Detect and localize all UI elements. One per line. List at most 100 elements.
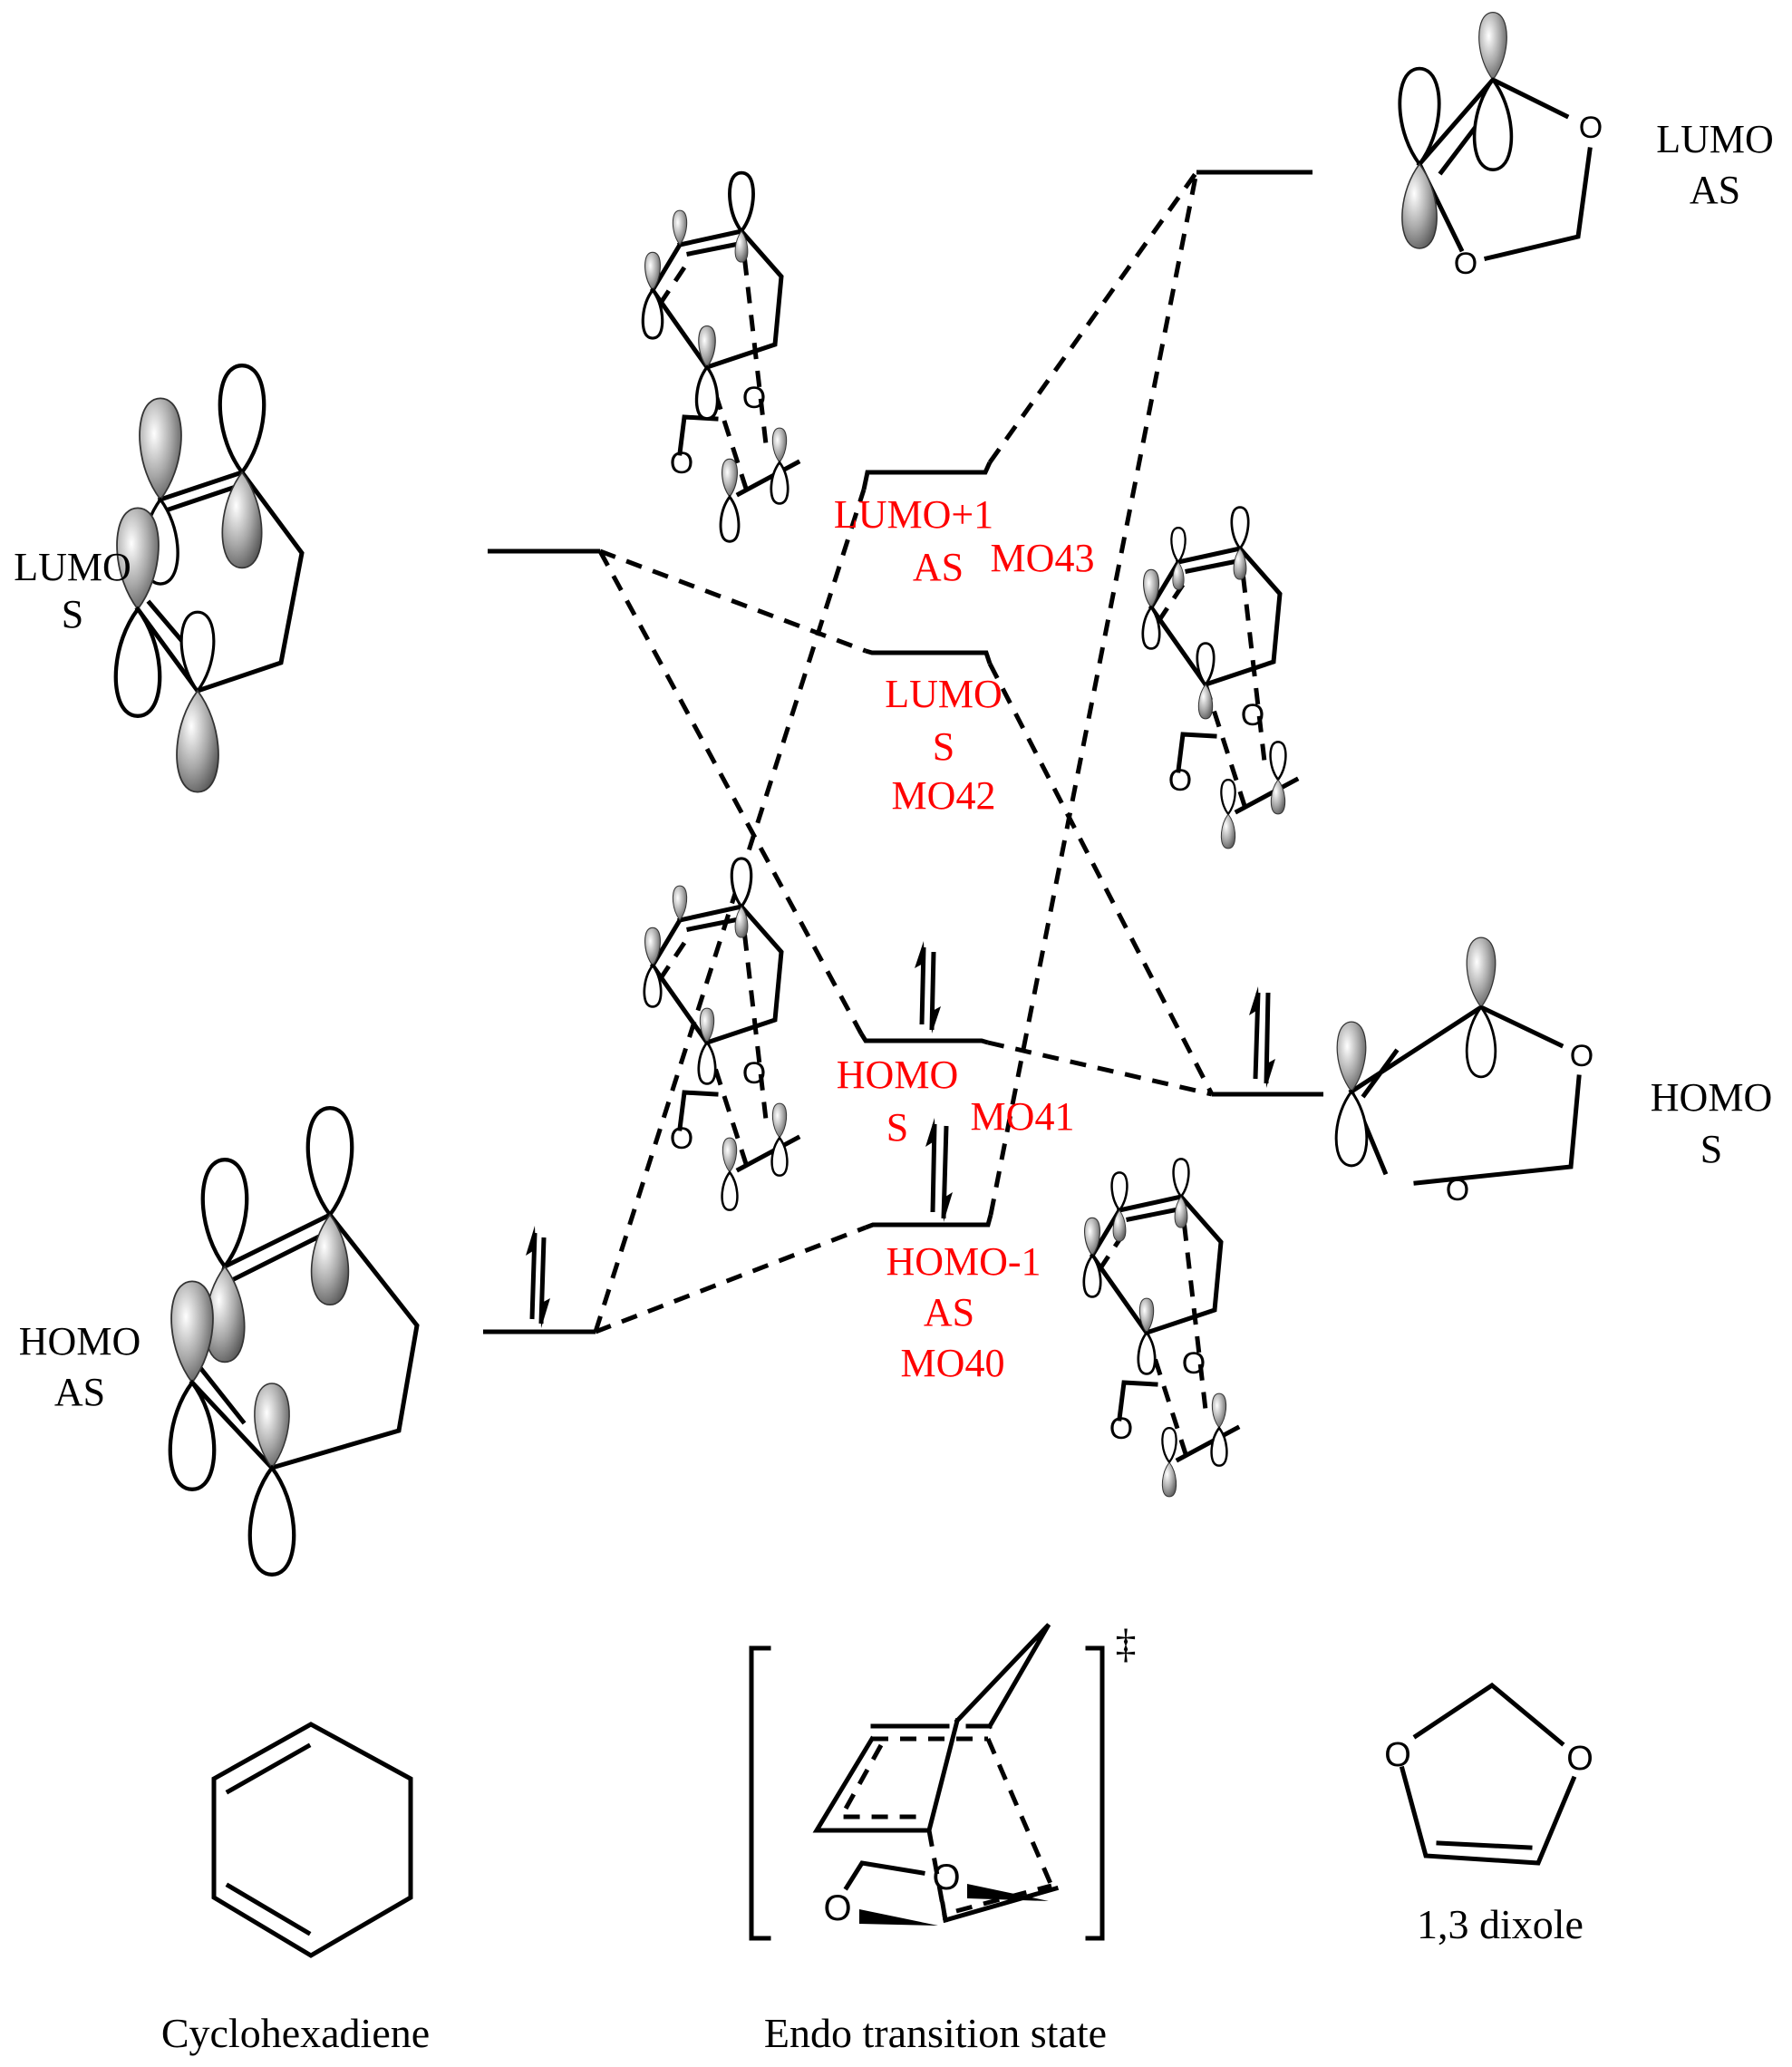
double-dagger-symbol: ‡ xyxy=(1116,1620,1137,1666)
ts-lumo-plus-1-mo: MO43 xyxy=(991,536,1095,580)
dioxole-structure: O O xyxy=(1384,1682,1593,1866)
oxygen-atom: O xyxy=(823,1888,851,1928)
correlation-line xyxy=(595,1225,867,1334)
correlation-line xyxy=(987,1040,1213,1097)
bond xyxy=(812,1623,1060,1924)
ts-lumo-mo: MO42 xyxy=(892,773,996,818)
right-lumo-symmetry: AS xyxy=(1690,168,1740,212)
ts-homo-mo: MO41 xyxy=(971,1094,1075,1139)
orbital-lobe-shaded xyxy=(771,427,788,463)
correlation-line xyxy=(597,549,864,1035)
correlation-lines xyxy=(593,170,1215,1334)
correlation-line xyxy=(599,548,867,654)
orbital-lobe-open xyxy=(697,1041,717,1085)
orbital-lobe-open xyxy=(721,1170,739,1211)
oxygen-atom: O xyxy=(1241,698,1264,733)
ts-homo-minus-1-mo: MO40 xyxy=(901,1341,1005,1385)
forming-bond xyxy=(654,230,769,495)
ts-orbital-picture-homo: O O xyxy=(643,857,801,1211)
bond xyxy=(650,904,784,1045)
left-homo-label: HOMO xyxy=(19,1319,140,1363)
forming-bond xyxy=(1153,548,1267,812)
oxygen-atom: O xyxy=(1109,1412,1133,1446)
ts-homo-level xyxy=(858,1032,989,1045)
double-bond-inner xyxy=(1436,1840,1533,1850)
orbital-lobe-open xyxy=(1170,527,1187,564)
ts-orbital-picture-homo-minus-1: O O xyxy=(1082,1158,1241,1498)
ts-homo-minus-1-symmetry: AS xyxy=(924,1290,974,1334)
orbital-lobe-open xyxy=(1465,1005,1497,1079)
orbital-lobe-shaded xyxy=(176,690,219,793)
ts-homo-minus-1-level xyxy=(865,1214,993,1230)
arrowhead xyxy=(943,1192,953,1222)
orbital-lobe-open xyxy=(1161,1427,1177,1464)
bracket-right xyxy=(1085,1645,1105,1941)
orbital-lobe-shaded xyxy=(1161,1461,1177,1498)
endo-ts-structure: O O ‡ xyxy=(749,1620,1137,1941)
ts-lumo-plus-1-level xyxy=(861,461,993,490)
ts-lumo-plus-1-name: LUMO+1 xyxy=(834,492,993,537)
oxygen-atom: O xyxy=(742,381,766,415)
endo-ts-name: Endo transition state xyxy=(764,2010,1107,2056)
oxygen-atom: O xyxy=(670,1121,693,1156)
arrowhead xyxy=(915,941,925,968)
correlation-line xyxy=(593,489,867,1333)
dioxole-name: 1,3 dixole xyxy=(1417,1901,1584,1947)
left-lumo-symmetry: S xyxy=(62,592,83,636)
bond xyxy=(211,1722,413,1958)
electron-pair-ts-homo-minus-1 xyxy=(925,1118,953,1222)
orbital-lobe-open xyxy=(220,365,264,472)
bond xyxy=(1090,1194,1224,1335)
bond xyxy=(1416,76,1593,262)
orbital-lobe-shaded xyxy=(1478,11,1507,81)
right-lumo-label: LUMO xyxy=(1656,117,1774,161)
orbital-lobe-open xyxy=(250,1468,294,1575)
bond xyxy=(843,1860,925,1891)
orbital-lobe-open xyxy=(1137,1331,1157,1375)
orbital-lobe-shaded xyxy=(221,471,263,569)
orbital-lobe-shaded xyxy=(771,1102,788,1139)
oxygen-atom: O xyxy=(670,446,693,480)
correlation-line xyxy=(988,171,1199,1216)
orbital-lobe-open xyxy=(308,1108,352,1215)
left-lumo-label: LUMO xyxy=(14,545,131,589)
orbital-lobe-shaded xyxy=(1336,1021,1367,1092)
orbital-lobe-open xyxy=(719,495,741,543)
ts-lumo-symmetry: S xyxy=(933,724,954,769)
electron-pair-right-homo xyxy=(1249,986,1275,1088)
ts-homo-symmetry: S xyxy=(886,1105,908,1150)
left-homo-symmetry: AS xyxy=(54,1370,105,1414)
orbital-lobe-open xyxy=(203,1160,247,1266)
orbital-lobe-shaded xyxy=(672,885,688,921)
orbital-lobe-shaded xyxy=(1197,684,1214,720)
ts-lumo-plus-1-symmetry: AS xyxy=(913,545,964,589)
orbital-lobe-shaded xyxy=(1466,936,1497,1008)
oxygen-atom: O xyxy=(1168,763,1192,798)
bond xyxy=(189,1211,420,1471)
orbital-lobe-open xyxy=(1334,1090,1369,1168)
orbital-lobe-shaded xyxy=(1220,813,1236,849)
orbital-lobe-open xyxy=(1172,1158,1190,1198)
ts-orbital-picture-lumo: O O xyxy=(1141,506,1300,849)
correlation-line xyxy=(987,170,1199,464)
cyclohexadiene-structure xyxy=(211,1722,413,1958)
oxygen-atom: O xyxy=(1454,247,1477,281)
arrowhead xyxy=(1249,986,1259,1015)
electron-pair-ts-homo xyxy=(915,941,941,1034)
bond xyxy=(1148,546,1283,687)
ts-lumo-name: LUMO xyxy=(885,672,1003,716)
oxygen-atom: O xyxy=(1566,1740,1593,1778)
orbital-lobe-open xyxy=(694,365,720,421)
arrowhead xyxy=(931,1006,941,1034)
cyclohexadiene-name: Cyclohexadiene xyxy=(161,2010,430,2056)
ts-lumo-level xyxy=(865,648,993,665)
orbital-lobe-open xyxy=(1110,1171,1128,1212)
arrowhead xyxy=(540,1298,550,1328)
orbital-lobe-shaded xyxy=(1401,163,1438,249)
forming-bond xyxy=(837,1736,1054,1921)
orbital-lobe-open xyxy=(1269,741,1287,781)
hashed-wedge-bond xyxy=(859,1884,1049,1926)
bond xyxy=(134,469,305,694)
oxygen-atom: O xyxy=(1182,1346,1206,1381)
orbital-lobe-shaded xyxy=(722,458,738,498)
